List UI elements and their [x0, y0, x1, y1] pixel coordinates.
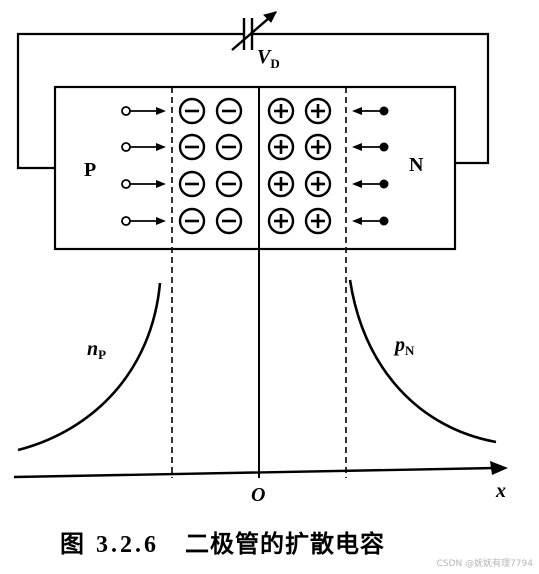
- right-concentration-curve: [348, 279, 497, 444]
- positive-ion-icon: [267, 133, 295, 161]
- capacitor-label-sub: D: [270, 56, 279, 71]
- right-carrier-arrow-icon: [352, 142, 389, 152]
- positive-ion-icon: [304, 170, 332, 198]
- positive-ion-icon: [304, 133, 332, 161]
- positive-ion-icon: [267, 97, 295, 125]
- depletion-boundaries: [171, 87, 347, 478]
- capacitor-label-main: V: [257, 46, 272, 68]
- right-curve-label-main: p: [393, 334, 405, 356]
- left-carrier-arrow-icon: [121, 142, 166, 152]
- positive-ion-icon: [267, 170, 295, 198]
- left-carrier-arrow-icon: [121, 216, 166, 226]
- p-region-label: P: [84, 159, 96, 181]
- left-curve-label-sub: P: [98, 347, 106, 362]
- watermark: CSDN @妩妩有理7794: [436, 559, 533, 569]
- figure-title: 二极管的扩散电容: [185, 530, 385, 558]
- negative-ion-icon: [178, 133, 206, 161]
- negative-ion-icon: [215, 207, 243, 235]
- x-axis-label: x: [495, 480, 506, 502]
- figure-number: 图 3.2.6: [60, 532, 159, 558]
- left-curve-label-main: n: [87, 338, 98, 360]
- n-region-label: N: [409, 154, 424, 176]
- capacitor-voltage-label: VD: [257, 46, 280, 71]
- positive-ion-icon: [267, 207, 295, 235]
- x-axis-arrow-icon: [490, 461, 508, 475]
- origin-label: O: [251, 484, 265, 506]
- negative-ion-icon: [178, 207, 206, 235]
- right-curve-label-sub: N: [405, 343, 415, 358]
- variable-capacitor-icon: [231, 11, 277, 51]
- left-curve-label: nP: [87, 338, 106, 362]
- negative-ion-icon: [178, 170, 206, 198]
- negative-ion-icon: [215, 170, 243, 198]
- positive-ion-icon: [304, 97, 332, 125]
- semiconductor-block: [53, 85, 457, 251]
- left-concentration-curve: [17, 282, 162, 452]
- negative-ion-icon: [178, 97, 206, 125]
- left-carrier-arrow-icon: [121, 106, 166, 116]
- figure-caption: 图 3.2.6 二极管的扩散电容: [60, 524, 480, 559]
- x-axis: [13, 461, 508, 479]
- negative-ion-icon: [215, 133, 243, 161]
- right-carrier-arrow-icon: [352, 179, 389, 189]
- external-circuit-wire: [16, 32, 490, 170]
- left-carrier-arrow-icon: [121, 179, 166, 189]
- right-curve-label: pN: [393, 334, 415, 358]
- right-carrier-arrow-icon: [352, 106, 389, 116]
- negative-ion-icon: [215, 97, 243, 125]
- ion-layer: [121, 97, 389, 235]
- positive-ion-icon: [304, 207, 332, 235]
- right-carrier-arrow-icon: [352, 216, 389, 226]
